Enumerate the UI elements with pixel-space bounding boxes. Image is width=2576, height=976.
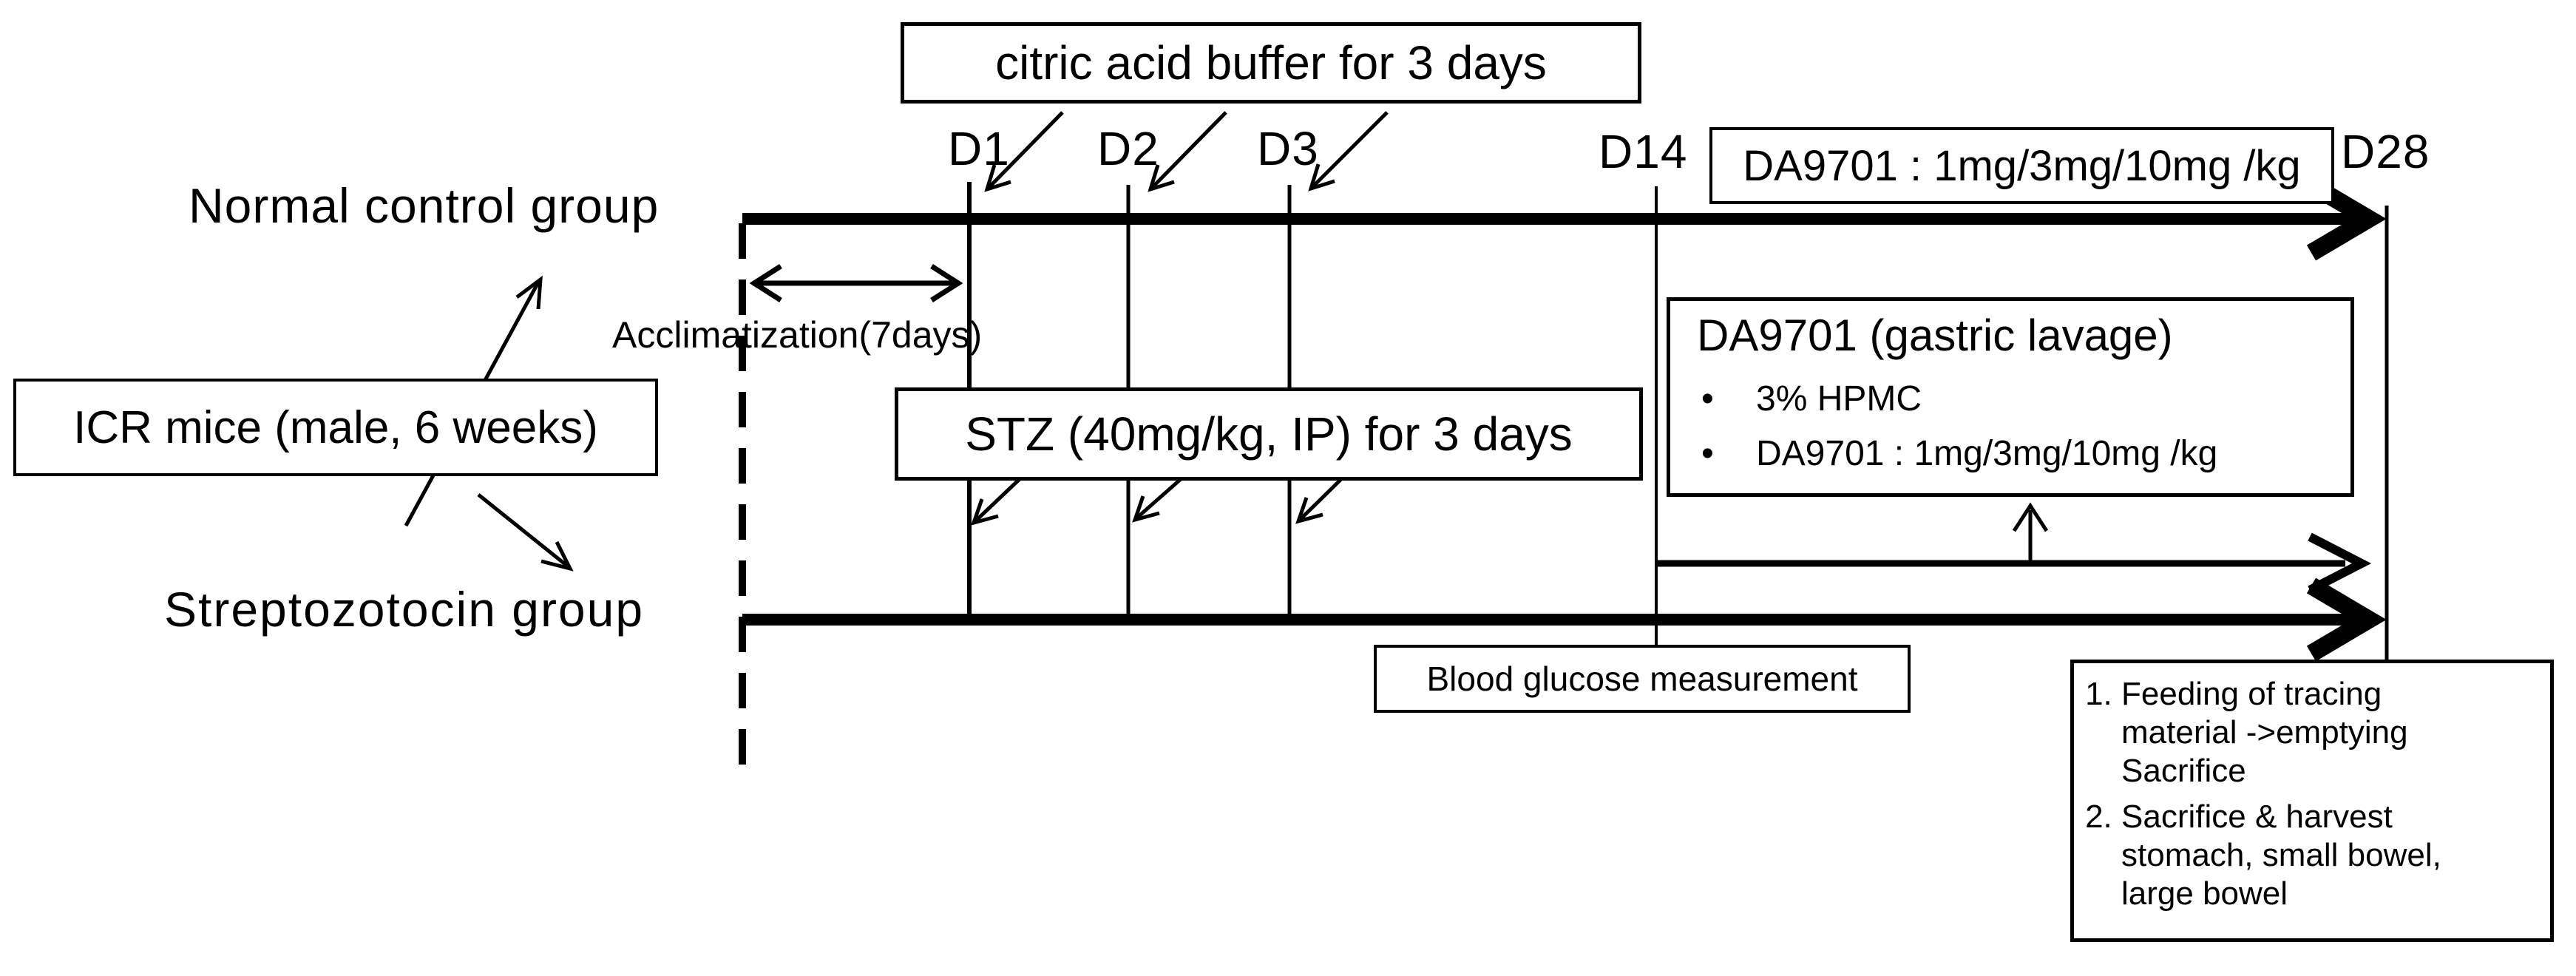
- bullet-icon: [1697, 427, 1756, 481]
- stz-arrow-d3: [1299, 478, 1343, 521]
- endpoint-item-feeding: Feeding of tracing material ->emptying S…: [2121, 675, 2469, 790]
- blood-glucose-box: Blood glucose measurement: [1374, 645, 1911, 713]
- stz-arrowhead-d1-icon: [971, 498, 999, 526]
- day-label-d3: D3: [1257, 122, 1319, 175]
- citric-arrowhead-d1-icon: [984, 164, 1011, 192]
- citric-arrowhead-d3-icon: [1308, 163, 1335, 192]
- citric-arrowhead-d2-icon: [1148, 164, 1175, 192]
- gastric-lavage-title: DA9701 (gastric lavage): [1697, 311, 2173, 360]
- icr-to-stz-arrowhead-icon: [540, 540, 574, 572]
- stz-injection-box: STZ (40mg/kg, IP) for 3 days: [895, 387, 1643, 481]
- stz-arrow-d2: [1136, 478, 1182, 519]
- bullet-icon: [1697, 372, 1756, 427]
- gastric-lavage-bullet-list: 3% HPMC DA9701 : 1mg/3mg/10mg /kg: [1697, 372, 2350, 482]
- citric-acid-buffer-box: citric acid buffer for 3 days: [901, 22, 1641, 104]
- gastric-lavage-box: DA9701 (gastric lavage) 3% HPMC DA9701 :…: [1667, 297, 2354, 497]
- acclimatization-right-arrowhead-icon: [930, 264, 963, 302]
- day-label-d2: D2: [1097, 122, 1159, 175]
- treatment-to-gastric-arrowhead-icon: [2012, 502, 2049, 532]
- citric-arrow-d2: [1151, 111, 1227, 189]
- stz-injection-label: STZ (40mg/kg, IP) for 3 days: [965, 407, 1573, 461]
- stz-timeline-arrowhead-icon: [2306, 577, 2387, 662]
- icr-to-stz-arrow: [477, 493, 569, 568]
- gastric-bullet-dose: DA9701 : 1mg/3mg/10mg /kg: [1756, 434, 2218, 474]
- endpoint-item-sacrifice: Sacrifice & harvest stomach, small bowel…: [2121, 798, 2469, 913]
- stz-arrowhead-d2-icon: [1132, 495, 1160, 523]
- endpoint-procedures-box: Feeding of tracing material ->emptying S…: [2070, 660, 2554, 942]
- citric-acid-buffer-label: citric acid buffer for 3 days: [995, 36, 1547, 89]
- streptozotocin-group-label: Streptozotocin group: [164, 582, 645, 637]
- stz-arrowhead-d3-icon: [1295, 497, 1323, 524]
- icr-to-normal-arrowhead-icon: [515, 275, 543, 310]
- endpoint-procedures-list: Feeding of tracing material ->emptying S…: [2074, 675, 2550, 912]
- stz-arrow-d1: [975, 478, 1021, 522]
- icr-mice-box: ICR mice (male, 6 weeks): [13, 379, 658, 476]
- day-label-d14: D14: [1599, 125, 1688, 178]
- gastric-bullet-item: DA9701 : 1mg/3mg/10mg /kg: [1697, 427, 2350, 481]
- gastric-bullet-hpmc: 3% HPMC: [1756, 379, 1922, 418]
- acclimatization-left-arrowhead-icon: [749, 264, 782, 302]
- acclimatization-label: Acclimatization(7days): [612, 314, 983, 356]
- blood-glucose-label: Blood glucose measurement: [1426, 660, 1858, 698]
- gastric-bullet-item: 3% HPMC: [1697, 372, 2350, 427]
- day-label-d28: D28: [2341, 125, 2430, 178]
- normal-control-group-label: Normal control group: [189, 178, 660, 233]
- icr-mice-label: ICR mice (male, 6 weeks): [73, 401, 598, 453]
- citric-arrow-d3: [1312, 111, 1389, 188]
- da9701-dose-label: DA9701 : 1mg/3mg/10mg /kg: [1743, 141, 2301, 190]
- da9701-dose-box: DA9701 : 1mg/3mg/10mg /kg: [1709, 127, 2334, 204]
- d14-d28-arrowhead-icon: [2308, 532, 2372, 594]
- day-label-d1: D1: [948, 122, 1010, 175]
- citric-arrow-d1: [988, 111, 1064, 189]
